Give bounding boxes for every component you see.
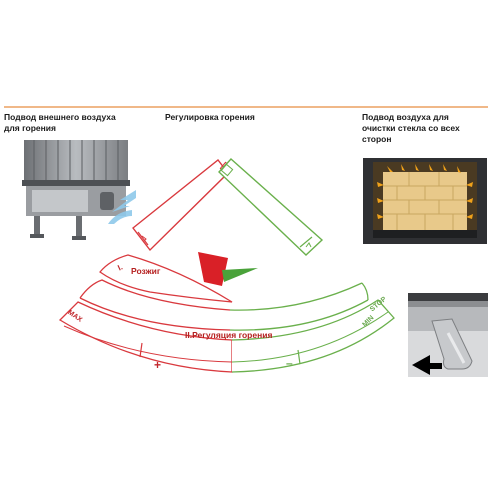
regulation-text: Регуляция горения bbox=[192, 330, 273, 340]
air-flow-arrow-icon bbox=[112, 190, 136, 212]
minus-label: – bbox=[286, 356, 293, 370]
plus-label: + bbox=[154, 358, 162, 372]
caption-glass-cleaning-air: Подвод воздуха для очистки стекла со все… bbox=[362, 112, 460, 144]
ignition-arc bbox=[99, 254, 233, 303]
flame-arrow-icon bbox=[198, 252, 258, 286]
caption-combustion-regulation: Регулировка горения bbox=[165, 112, 255, 122]
regulation-lever-image bbox=[408, 293, 488, 377]
lever-arrow-icon bbox=[412, 355, 430, 375]
header-rule bbox=[4, 106, 488, 108]
red-regulation-bar bbox=[132, 159, 229, 252]
stage-two-label: II. bbox=[185, 330, 193, 340]
caption-external-air: Подвод внешнего воздуха для горения bbox=[4, 112, 116, 133]
fireplace-window-image bbox=[363, 158, 487, 244]
ignition-label: Розжиг bbox=[131, 266, 161, 276]
regulation-label: II.Регуляция горения bbox=[185, 330, 272, 340]
stove-air-intake-image bbox=[4, 140, 136, 242]
green-regulation-bar bbox=[218, 158, 324, 256]
